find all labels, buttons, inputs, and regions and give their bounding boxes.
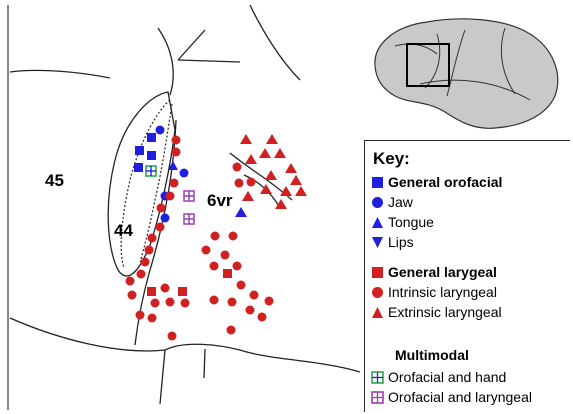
legend-lips: Lips [371, 233, 414, 251]
area-45-label: 45 [45, 171, 64, 190]
legend-tongue: Tongue [371, 213, 434, 231]
orofacial-square [147, 151, 156, 160]
arcuate-horizontal-line [178, 60, 240, 62]
general-laryngeal-points [147, 269, 232, 296]
orofacial-laryngeal-points [184, 191, 194, 224]
red-circle-icon [371, 286, 384, 299]
orofacial-hand-point [146, 166, 156, 176]
sulci-lines [8, 5, 360, 410]
legend-title: Key: [373, 149, 410, 169]
blue-triangle-down-icon [371, 236, 384, 249]
legend-extrinsic-laryngeal: Extrinsic laryngeal [371, 303, 502, 321]
red-triangle-icon [371, 306, 384, 319]
orofacial-square [147, 133, 156, 142]
legend-intrinsic-laryngeal: Intrinsic laryngeal [371, 283, 497, 301]
lateral-sulcus-right-line [165, 344, 360, 372]
cortical-map: 45 44 6vr [0, 0, 360, 414]
blue-triangle-up-icon [371, 216, 384, 229]
legend-orofacial-laryngeal: Orofacial and laryngeal [371, 388, 532, 406]
insula-left-line [160, 350, 165, 404]
legend-general-orofacial: General orofacial [371, 173, 502, 191]
orofacial-square [135, 146, 144, 155]
arcuate-spur-line [178, 30, 205, 60]
purple-plus-square-icon [371, 391, 384, 404]
legend-jaw: Jaw [371, 193, 413, 211]
insula-right-line [204, 349, 205, 378]
area-44-label: 44 [114, 221, 133, 240]
blue-circle-icon [371, 196, 384, 209]
area-6vr-label: 6vr [207, 191, 233, 210]
legend-panel: Key: General orofacial Jaw Tongue Lips G… [364, 140, 570, 412]
lateral-sulcus-line [10, 318, 165, 351]
principal-sulcus-line [10, 70, 110, 78]
cortical-map-svg: 45 44 6vr [0, 0, 360, 414]
arcuate-upper-line [158, 28, 173, 95]
green-plus-square-icon [371, 371, 384, 384]
legend-general-laryngeal: General larygeal [371, 263, 497, 281]
blue-square-icon [371, 176, 384, 189]
legend-multimodal-heading: Multimodal [395, 347, 469, 363]
area-44-boundary [108, 92, 175, 276]
legend-orofacial-hand: Orofacial and hand [371, 368, 506, 386]
orofacial-square [134, 163, 143, 172]
monkey-brain-icon [365, 4, 565, 136]
red-square-icon [371, 266, 384, 279]
upper-right-sulcus-line [250, 5, 300, 80]
